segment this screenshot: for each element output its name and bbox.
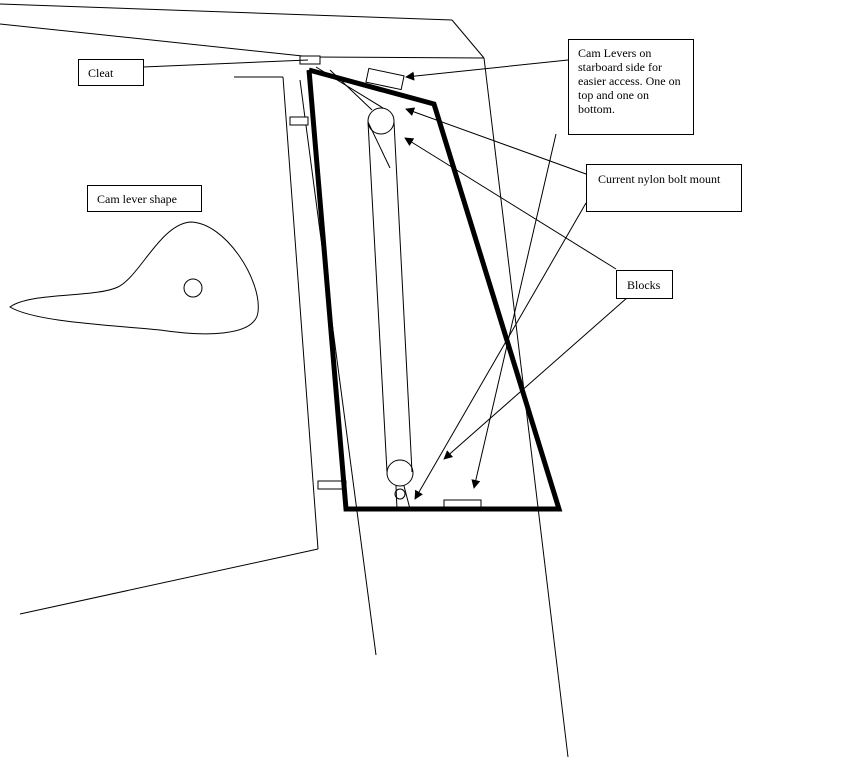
nylon-bolt-mount-label: Current nylon bolt mount — [586, 164, 742, 212]
leader-lines — [142, 59, 629, 500]
blocks-label-text: Blocks — [627, 278, 661, 292]
cam-levers-leader — [405, 59, 569, 81]
nylon-bolt-mount — [394, 488, 406, 500]
cam-lever-shape-label-text: Cam lever shape — [97, 192, 177, 206]
blocks-leader-top — [404, 137, 617, 270]
blocks-label: Blocks — [616, 270, 673, 299]
cam-lever-top — [365, 67, 405, 91]
cam-lever-shape — [9, 221, 259, 335]
cam-levers-label-text: Cam Levers on starboard side for easier … — [578, 46, 681, 116]
hull-outline — [0, 3, 569, 758]
block-tackle — [315, 66, 414, 510]
cam-lever-pivot — [183, 278, 203, 298]
fittings — [289, 55, 482, 509]
cam-levers-label: Cam Levers on starboard side for easier … — [568, 39, 694, 135]
cam-lever-shape-label: Cam lever shape — [87, 185, 202, 212]
cleat-label: Cleat — [78, 59, 144, 86]
nylon-mount-leader-bottom — [414, 202, 587, 500]
cam-levers-leader-bottom — [471, 133, 557, 489]
blocks-leader-bottom — [443, 296, 629, 460]
cleat-leader — [142, 59, 309, 68]
nylon-mount-leader-top — [405, 107, 587, 175]
frame-outline — [306, 67, 563, 512]
top-block — [367, 107, 395, 135]
cleat-label-text: Cleat — [88, 66, 114, 80]
side-fitting-upper — [289, 116, 309, 126]
bottom-block — [386, 459, 414, 487]
nylon-bolt-mount-label-text: Current nylon bolt mount — [598, 172, 721, 186]
